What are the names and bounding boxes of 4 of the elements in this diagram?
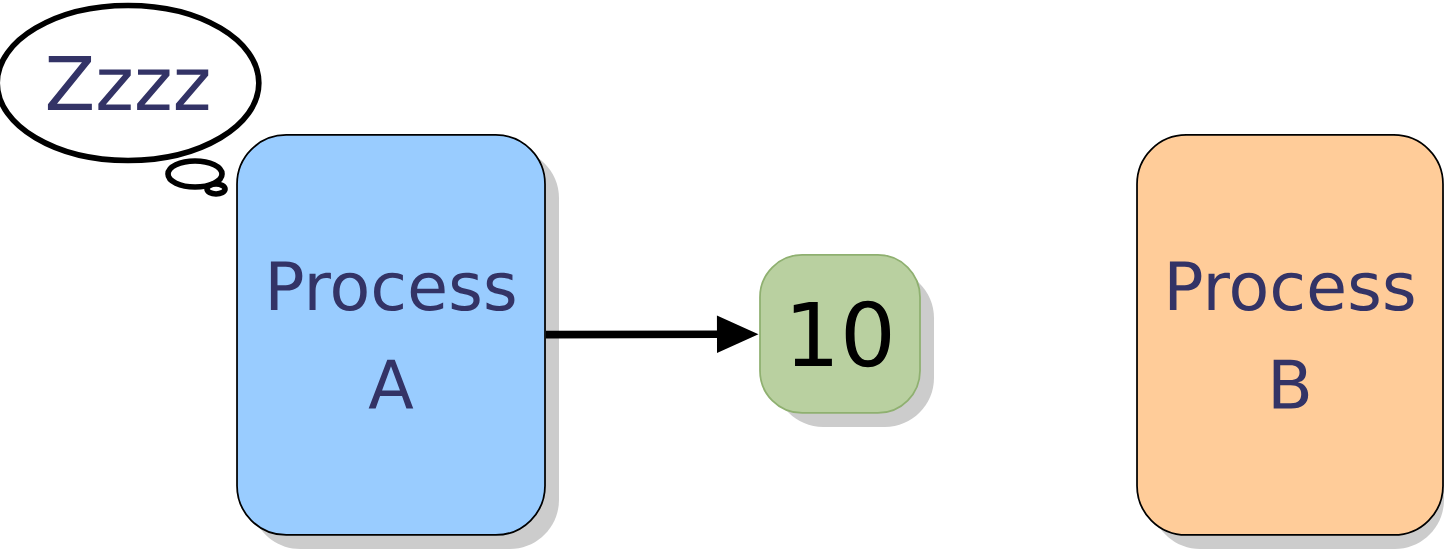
process-box: Process A	[236, 134, 546, 536]
value-box: 10	[759, 254, 921, 414]
thought-bubble: Zzzz	[0, 2, 262, 197]
process-box: Process B	[1136, 134, 1444, 536]
